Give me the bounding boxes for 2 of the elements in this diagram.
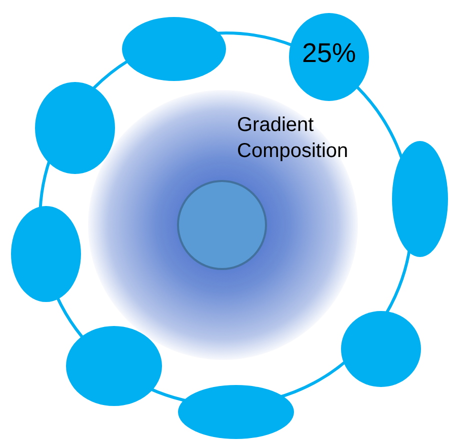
node-label: 25% — [302, 38, 356, 68]
center-caption: Gradient Composition — [237, 113, 350, 164]
